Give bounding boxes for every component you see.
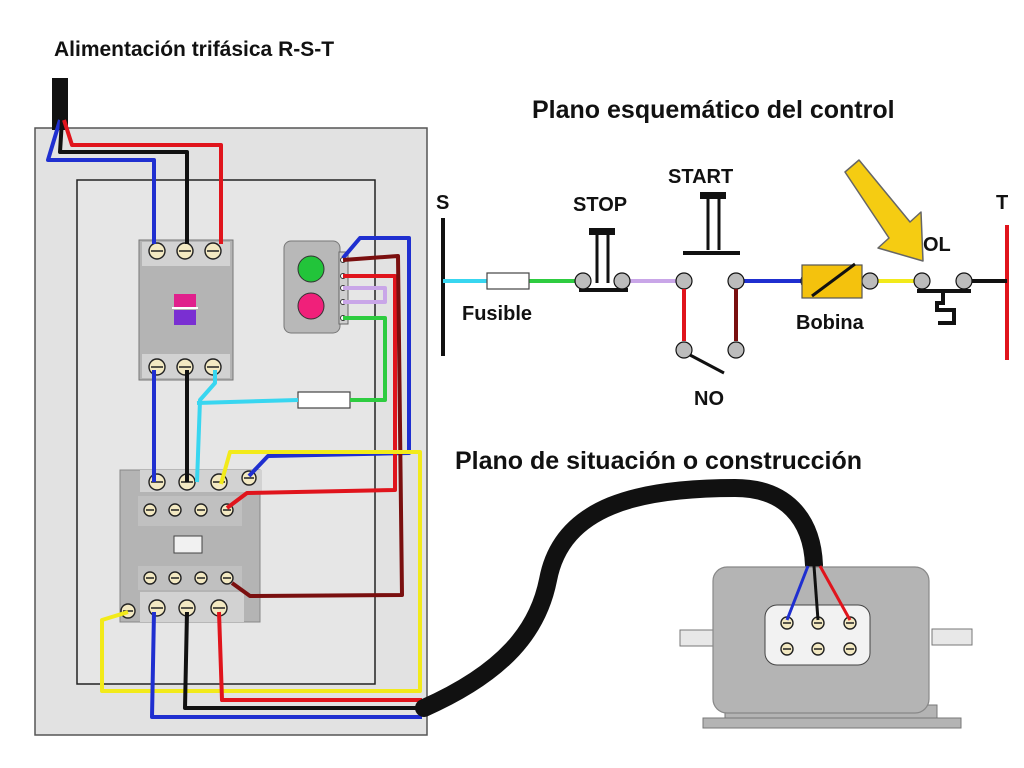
supply-title: Alimentación trifásica R-S-T	[54, 38, 334, 61]
arrow-icon	[844, 159, 924, 262]
no-contact-icon	[675, 289, 745, 375]
no-label: NO	[694, 388, 724, 410]
fuse-label: Fusible	[462, 303, 532, 325]
coil-icon	[800, 262, 879, 299]
supply-cable	[52, 78, 68, 130]
start-button	[297, 255, 325, 283]
panel-wiring	[46, 119, 422, 719]
stop-label: STOP	[573, 194, 627, 216]
coil-label: Bobina	[796, 312, 865, 334]
construction-plan-title: Plano de situación o construcción	[455, 447, 862, 475]
ol-label: OL	[923, 234, 951, 256]
overload-contact-icon	[913, 272, 973, 325]
push-button-station-icon	[283, 240, 349, 334]
control-plan-title: Plano esquemático del control	[532, 96, 895, 124]
fuse-icon	[486, 272, 530, 290]
control-enclosure	[34, 127, 428, 736]
breaker-icon	[138, 239, 234, 381]
control-schematic: S T Fusible STOP	[436, 159, 1009, 410]
t-label: T	[996, 192, 1008, 214]
motor-icon	[679, 565, 973, 729]
contactor-icon	[119, 469, 262, 623]
start-label: START	[668, 166, 733, 188]
motor-cable	[415, 478, 823, 717]
panel-fuse-icon	[297, 391, 351, 409]
s-label: S	[436, 192, 449, 214]
stop-button	[297, 292, 325, 320]
start-contact-icon	[675, 192, 745, 290]
stop-contact-icon	[574, 228, 631, 292]
